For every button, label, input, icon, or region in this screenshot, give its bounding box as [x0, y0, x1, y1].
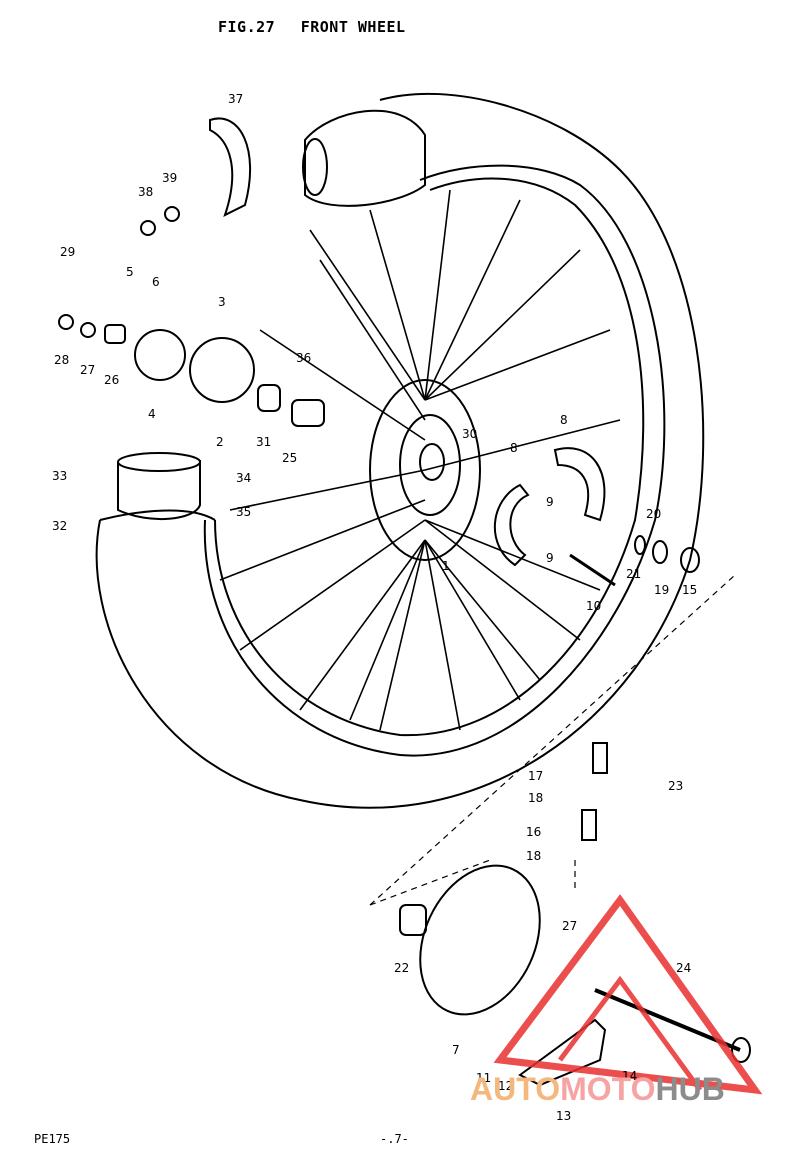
watermark-logo [493, 894, 763, 1095]
guide-lines [369, 574, 736, 906]
watermark-text: AUTOMOTOHUB [470, 1071, 725, 1107]
tube-top [304, 109, 426, 207]
brake-shoe-1 [553, 447, 606, 522]
callout-8b: 8 [510, 441, 518, 455]
hub-center [419, 443, 445, 481]
callout-33: 33 [52, 469, 67, 483]
rim-strap [209, 117, 252, 217]
callout-27a: 27 [80, 363, 95, 377]
callout-38: 38 [138, 185, 153, 199]
nut-28 [58, 314, 74, 330]
callout-14: 14 [622, 1069, 637, 1083]
callout-21: 21 [626, 567, 641, 581]
brake-panel [419, 864, 541, 1016]
callout-2: 2 [216, 435, 224, 449]
callout-15: 15 [682, 583, 697, 597]
hub-barrel [399, 414, 461, 516]
seal-19 [652, 540, 668, 564]
callout-29: 29 [60, 245, 75, 259]
tube-top-end [302, 138, 328, 196]
callout-9b: 9 [546, 551, 554, 565]
callout-36: 36 [296, 351, 311, 365]
callout-27b: 27 [562, 919, 577, 933]
figure-name: FRONT WHEEL [300, 18, 406, 36]
nut-38 [140, 220, 156, 236]
callout-labels: 1 2 3 4 5 6 7 8 8 9 9 10 11 12 13 14 15 … [52, 92, 697, 1123]
tube-bottom [117, 460, 201, 521]
brake-collar [399, 904, 427, 936]
callout-25: 25 [282, 451, 297, 465]
speedo-bolt [592, 742, 608, 774]
callout-16: 16 [526, 825, 541, 839]
callout-19: 19 [654, 583, 669, 597]
tire-outline [95, 92, 705, 809]
callout-22: 22 [394, 961, 409, 975]
axle-nut [731, 1037, 751, 1063]
callout-9a: 9 [546, 495, 554, 509]
collar-26 [104, 324, 126, 344]
callout-35: 35 [236, 505, 251, 519]
callout-23: 23 [668, 779, 683, 793]
callout-30: 30 [462, 427, 477, 441]
callout-7: 7 [452, 1043, 460, 1057]
rim [214, 177, 645, 737]
callout-10: 10 [586, 599, 601, 613]
callout-4: 4 [148, 407, 156, 421]
bearing-15 [680, 547, 700, 573]
callout-28: 28 [54, 353, 69, 367]
callout-11: 11 [476, 1071, 491, 1085]
bearing-31 [257, 384, 281, 412]
hub-cover-plate [189, 337, 255, 403]
callout-12: 12 [498, 1079, 513, 1093]
hub-flange [369, 379, 481, 561]
callout-31: 31 [256, 435, 271, 449]
tire-cut [99, 509, 216, 521]
callout-1: 1 [442, 559, 450, 573]
callout-5: 5 [126, 265, 134, 279]
valve-stem [569, 553, 616, 587]
callout-34: 34 [236, 471, 251, 485]
tire-inner [203, 164, 666, 757]
callout-24: 24 [676, 961, 691, 975]
callout-39: 39 [162, 171, 177, 185]
callout-18b: 18 [526, 849, 541, 863]
figure-title: FIG.27 FRONT WHEEL [218, 18, 422, 36]
callout-26: 26 [104, 373, 119, 387]
callout-6: 6 [152, 275, 160, 289]
callout-13: 13 [556, 1109, 571, 1123]
footer-model: PE175 [34, 1132, 71, 1146]
callout-32: 32 [52, 519, 67, 533]
spokes [219, 189, 621, 731]
callout-8a: 8 [560, 413, 568, 427]
callout-17: 17 [528, 769, 543, 783]
spacer-25 [291, 399, 325, 427]
callout-37: 37 [228, 92, 243, 106]
washer-39 [164, 206, 180, 222]
callout-20: 20 [646, 507, 661, 521]
footer-page: -.7- [380, 1132, 409, 1146]
sprocket [134, 329, 186, 381]
tube-bottom-end [117, 452, 201, 472]
callout-3: 3 [218, 295, 226, 309]
callout-18a: 18 [528, 791, 543, 805]
brake-shoe-2 [493, 483, 530, 567]
washer-27 [80, 322, 96, 338]
speedo-pinion [581, 809, 597, 841]
ring-21 [634, 535, 646, 555]
figure-number: FIG.27 [218, 18, 276, 36]
